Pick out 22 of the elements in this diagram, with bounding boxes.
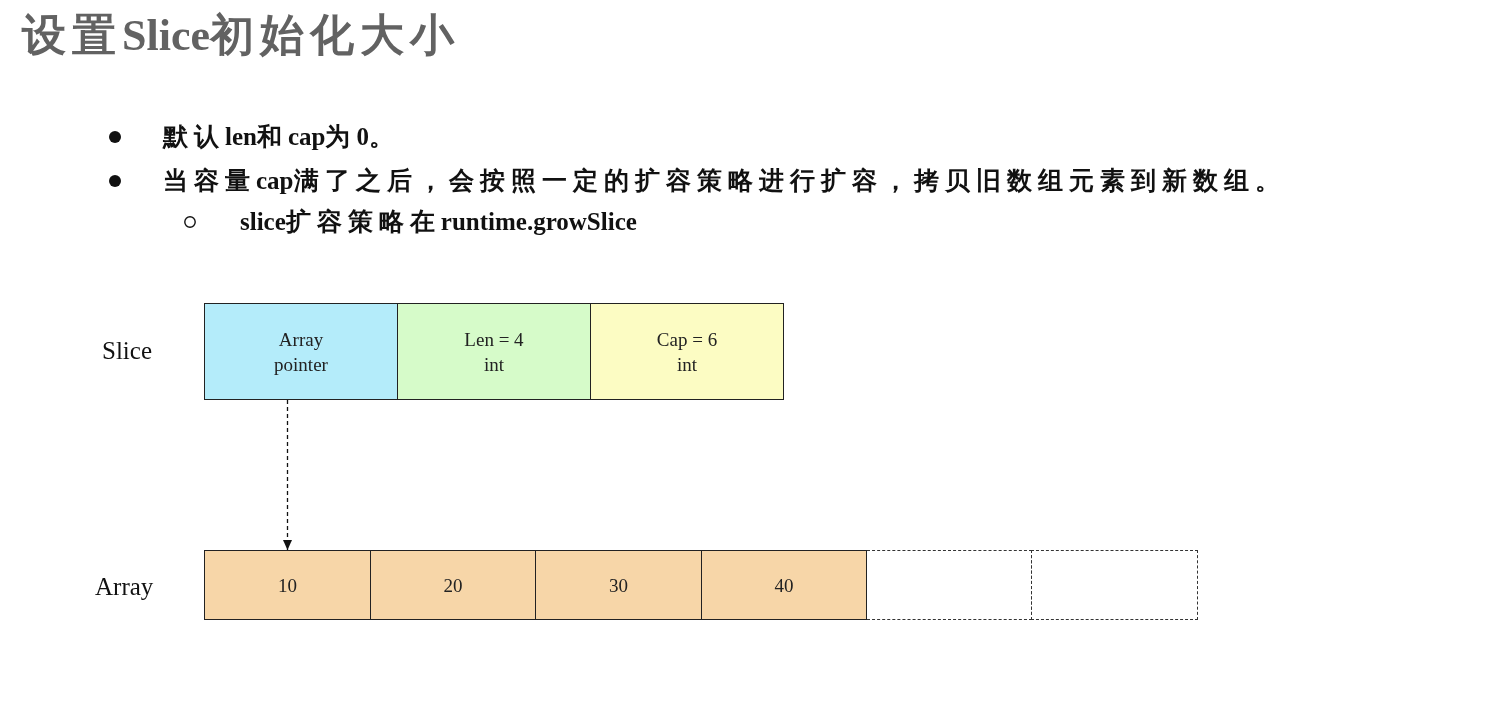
row-label: Array [95, 572, 154, 602]
array-cell [535, 550, 702, 620]
slide-title: 设置Slice初始化大小 [22, 10, 460, 62]
array-cell [370, 550, 536, 620]
array-cell [204, 550, 371, 620]
sub-bullet-text: slice扩容策略在runtime.growSlice [240, 207, 637, 237]
empty-array-cell [1031, 550, 1198, 620]
field-label: Cap = 6 [656, 327, 718, 352]
field-label: Array pointer [273, 327, 329, 377]
cell-value: 40 [774, 573, 794, 598]
slice-field-box [590, 303, 784, 400]
cell-value: 20 [443, 573, 463, 598]
slice-field-box [397, 303, 591, 400]
field-type: int [676, 352, 698, 377]
field-type: int [483, 352, 505, 377]
field-label: Len = 4 [464, 327, 524, 352]
cell-value: 10 [278, 573, 297, 598]
slice-field-box [204, 303, 398, 400]
row-label: Slice [102, 336, 152, 366]
dashed-arrow [283, 399, 292, 551]
array-cell [701, 550, 867, 620]
cell-value: 30 [609, 573, 628, 598]
